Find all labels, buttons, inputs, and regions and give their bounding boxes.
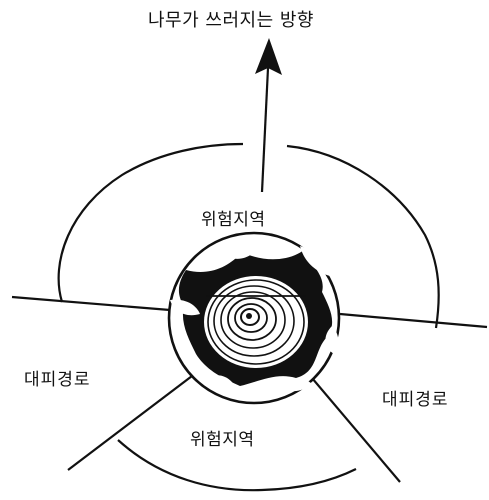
- escape-route-label-right: 대피경로: [382, 392, 449, 409]
- escape-route-label-left: 대피경로: [24, 372, 91, 389]
- danger-zone-label-bottom: 위험지역: [190, 432, 255, 449]
- fall-direction-label: 나무가 쓰러지는 방향: [148, 12, 314, 30]
- baseline-left: [12, 297, 170, 310]
- escape-boundary-left: [68, 376, 192, 470]
- fall-direction-arrow-shaft: [262, 68, 268, 192]
- baseline-right: [340, 314, 487, 327]
- danger-zone-label-top: 위험지역: [201, 212, 266, 229]
